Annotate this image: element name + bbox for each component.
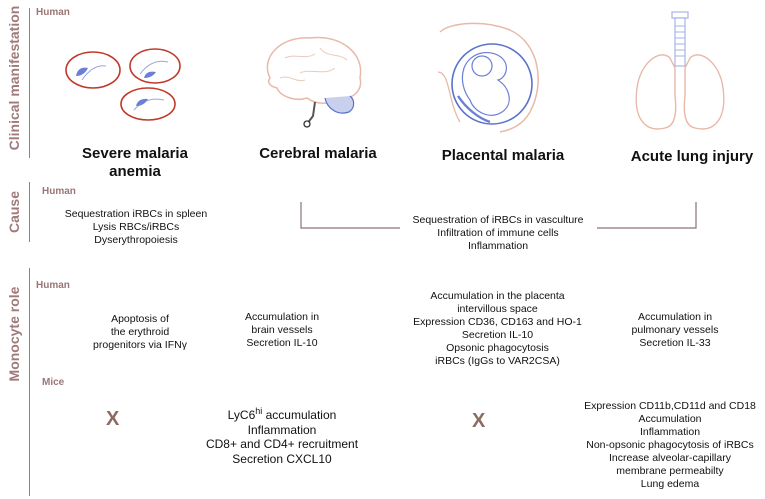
human-placental-line: iRBCs (IgGs to VAR2CSA)	[435, 355, 560, 367]
human-placental-line: Accumulation in the placenta	[430, 290, 565, 302]
human-lung-line: Secretion IL-33	[639, 337, 711, 349]
human-lung-line: Accumulation in	[637, 311, 713, 323]
mice-placental-x-mark: X	[472, 410, 486, 432]
title-anemia-line2: anemia	[109, 163, 161, 180]
mice-cerebral-line: Secretion CXCL10	[232, 451, 332, 466]
mice-cerebral-text: LyC6hi accumulation Inflammation CD8+ an…	[192, 404, 372, 466]
human-label-clinical: Human	[36, 7, 70, 18]
cause-shared-line: Infiltration of immune cells	[437, 227, 559, 239]
mice-lung-line: Inflammation	[639, 426, 701, 438]
mice-lung-line: Non-opsonic phagocytosis of iRBCs	[586, 439, 754, 451]
brain-illustration	[266, 36, 362, 128]
placenta-illustration	[437, 22, 539, 133]
mice-label: Mice	[42, 377, 65, 388]
mice-cerebral-line: CD8+ and CD4+ recruitment	[205, 437, 359, 451]
mice-lung-line: Accumulation	[638, 413, 702, 425]
cause-anemia-line: Lysis RBCs/iRBCs	[92, 221, 180, 233]
rbc-1	[65, 51, 121, 89]
human-lung-text: Accumulation in pulmonary vessels Secret…	[615, 311, 735, 350]
human-placental-line: Opsonic phagocytosis	[446, 342, 549, 354]
lung-illustration	[635, 11, 725, 130]
human-placental-text: Accumulation in the placenta intervillou…	[405, 290, 590, 368]
human-anemia-line: Apoptosis of	[111, 313, 169, 325]
human-anemia-line: progenitors via IFNγ	[93, 339, 187, 351]
human-cerebral-text: Accumulation in brain vessels Secretion …	[222, 311, 342, 350]
human-label-monocyte: Human	[36, 280, 70, 291]
mice-lung-text: Expression CD11b,CD11d and CD18 Accumula…	[575, 400, 765, 491]
human-label-cause: Human	[42, 186, 76, 197]
mice-ly6c-rest: accumulation	[262, 408, 337, 422]
cause-anemia-line: Sequestration iRBCs in spleen	[64, 208, 208, 220]
cause-anemia-line: Dyserythropoiesis	[94, 234, 178, 246]
mice-lung-line: membrane permeabilty	[616, 465, 724, 477]
title-anemia-line1: Severe malaria	[82, 145, 188, 162]
cause-shared-line: Inflammation	[467, 240, 529, 252]
mice-lung-line: Increase alveolar-capillary	[609, 452, 731, 464]
cause-anemia-text: Sequestration iRBCs in spleen Lysis RBCs…	[46, 208, 226, 247]
cause-shared-text: Sequestration of iRBCs in vasculture Inf…	[398, 214, 598, 253]
human-anemia-line: the erythroid	[110, 326, 170, 338]
title-acute-lung-injury: Acute lung injury	[630, 148, 754, 165]
human-placental-line: Secretion IL-10	[461, 329, 534, 341]
title-severe-malaria-anemia: Severe malaria anemia	[60, 145, 210, 181]
rbc-3	[120, 87, 176, 121]
red-blood-cells-illustration	[65, 48, 181, 121]
monocyte-divider	[29, 268, 30, 496]
mice-lung-line: Expression CD11b,CD11d and CD18	[584, 400, 756, 412]
mice-cerebral-line: Inflammation	[247, 422, 317, 437]
human-anemia-text: Apoptosis of the erythroid progenitors v…	[75, 313, 205, 352]
mice-lung-line: Lung edema	[640, 478, 700, 490]
rbc-2	[129, 48, 181, 84]
human-cerebral-line: Accumulation in	[244, 311, 320, 323]
cause-divider	[29, 182, 30, 242]
clinical-divider	[29, 8, 30, 158]
mice-ly6c-label: LyC6	[227, 408, 256, 422]
human-cerebral-line: brain vessels	[251, 324, 313, 336]
human-lung-line: pulmonary vessels	[631, 324, 719, 336]
human-cerebral-line: Secretion IL-10	[246, 337, 318, 349]
human-placental-line: intervillous space	[457, 303, 538, 315]
title-placental-malaria: Placental malaria	[441, 147, 565, 164]
cause-shared-line: Sequestration of iRBCs in vasculture	[412, 214, 584, 226]
human-placental-line: Expression CD36, CD163 and HO-1	[413, 316, 582, 328]
mice-cerebral-ly6c-line: LyC6hi accumulation	[192, 404, 372, 423]
title-cerebral-malaria: Cerebral malaria	[259, 145, 377, 162]
mice-anemia-x-mark: X	[106, 408, 120, 430]
mice-ly6c-sup: hi	[255, 406, 263, 416]
